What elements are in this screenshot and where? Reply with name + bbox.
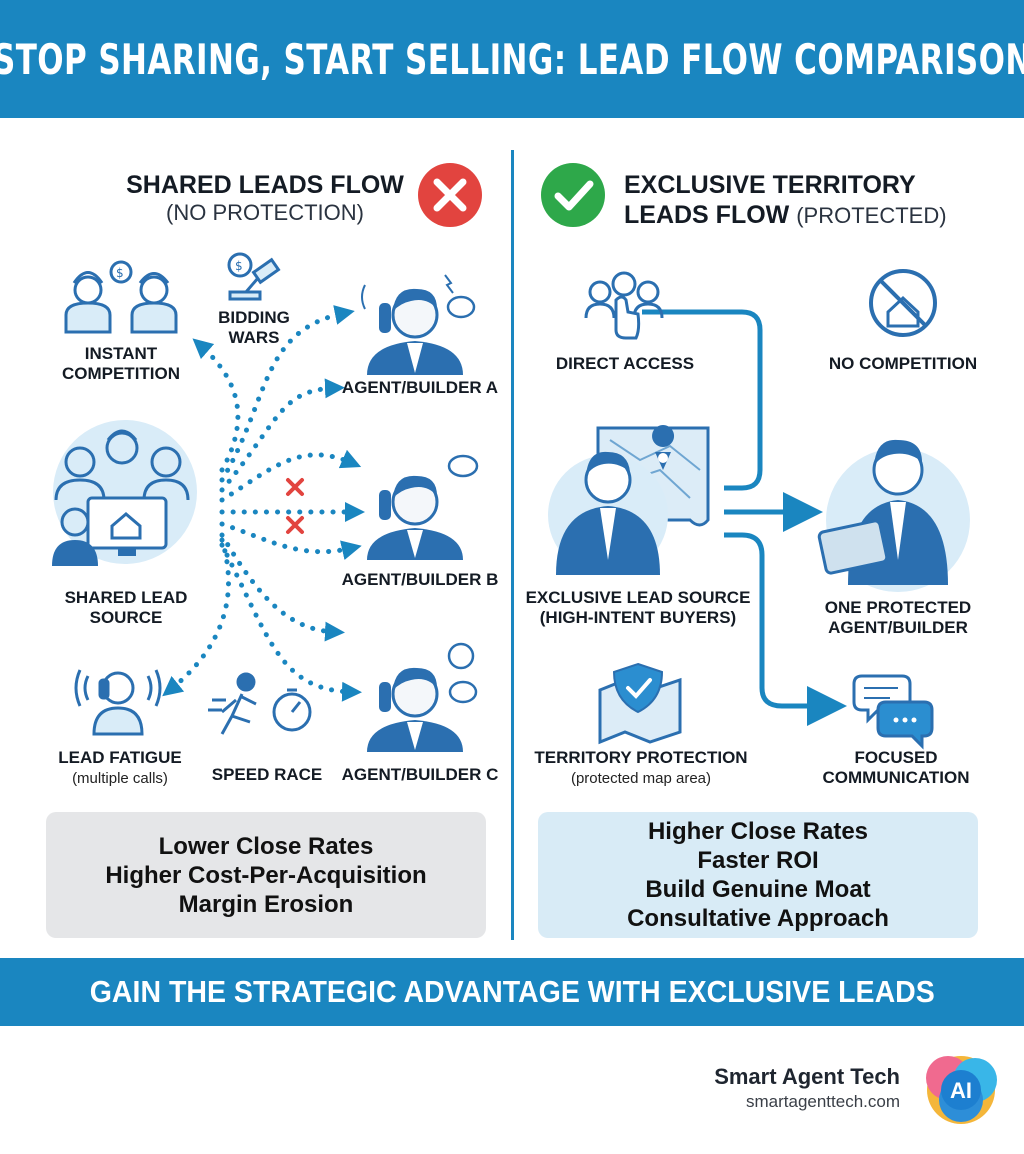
- label-lead-fatigue-note: (multiple calls): [72, 770, 168, 787]
- tablet-agent-icon: [817, 439, 970, 592]
- group-pointer-icon: [584, 271, 664, 340]
- right-heading-block: EXCLUSIVE TERRITORY LEADS FLOW (PROTECTE…: [624, 170, 984, 231]
- footer-banner: GAIN THE STRATEGIC ADVANTAGE WITH EXCLUS…: [0, 958, 1024, 1026]
- summary-item: Lower Close Rates: [158, 832, 374, 860]
- svg-text:$: $: [235, 259, 243, 273]
- footer-banner-text: GAIN THE STRATEGIC ADVANTAGE WITH EXCLUS…: [89, 974, 935, 1009]
- ai-logo-icon: [926, 1056, 997, 1124]
- summary-item: Higher Cost-Per-Acquisition: [105, 861, 427, 889]
- label-no-competition: NO COMPETITION: [828, 354, 978, 373]
- label-agent-b: AGENT/BUILDER B: [341, 570, 499, 589]
- flow-to-agent-c-top: [219, 532, 345, 642]
- no-house-icon: [869, 269, 937, 337]
- label-agent-c: AGENT/BUILDER C: [341, 765, 499, 784]
- caller-icon: [74, 669, 162, 736]
- workers-icon: $: [64, 260, 178, 334]
- flow-to-agent-b-low: [219, 521, 362, 560]
- label-exclusive-lead-source: EXCLUSIVE LEAD SOURCE (HIGH-INTENT BUYER…: [525, 588, 751, 627]
- exclusive-leads-summary: Higher Close Rates Faster ROI Build Genu…: [538, 812, 978, 938]
- shield-map-icon: [598, 662, 682, 745]
- flow-to-bidding: [219, 305, 355, 483]
- label-focused-communication: FOCUSED COMMUNICATION: [822, 748, 970, 787]
- gavel-icon: $: [227, 252, 281, 301]
- shared-lead-flows: [162, 305, 365, 702]
- cross-mark-icon: [286, 478, 304, 534]
- brand-url: smartagenttech.com: [745, 1092, 900, 1111]
- summary-item: Higher Close Rates: [647, 818, 869, 845]
- summary-item: Margin Erosion: [178, 890, 354, 918]
- label-instant-competition: INSTANT COMPETITION: [61, 344, 181, 383]
- label-agent-a: AGENT/BUILDER A: [341, 378, 499, 397]
- summary-item: Consultative Approach: [627, 905, 889, 932]
- label-protected-agent: ONE PROTECTED AGENT/BUILDER: [824, 598, 972, 637]
- label-direct-access: DIRECT ACCESS: [555, 354, 695, 373]
- runner-stopwatch-icon: [208, 672, 312, 735]
- title-banner: STOP SHARING, START SELLING: LEAD FLOW C…: [0, 0, 1024, 118]
- left-heading: SHARED LEADS FLOW: [126, 171, 404, 199]
- right-subheading: (PROTECTED): [796, 203, 947, 228]
- flow-to-agent-c: [219, 542, 362, 702]
- left-heading-block: SHARED LEADS FLOW (NO PROTECTION): [120, 170, 410, 226]
- brand-logo-text: AI: [950, 1078, 972, 1103]
- left-subheading: (NO PROTECTION): [166, 200, 364, 225]
- brand-name: Smart Agent Tech: [714, 1064, 900, 1089]
- flow-to-agent-a: [219, 378, 345, 493]
- label-lead-fatigue: LEAD FATIGUE: [58, 748, 182, 767]
- map-person-icon: [548, 425, 710, 575]
- label-territory-protection: TERRITORY PROTECTION: [534, 748, 748, 767]
- check-circle-icon: [541, 163, 605, 227]
- label-speed-race: SPEED RACE: [211, 765, 323, 784]
- summary-item: Build Genuine Moat: [645, 876, 871, 903]
- shared-leads-summary: Lower Close Rates Higher Cost-Per-Acquis…: [46, 812, 486, 938]
- label-shared-lead-source: SHARED LEAD SOURCE: [64, 588, 188, 627]
- right-heading-line2: LEADS FLOW: [624, 201, 790, 229]
- label-bidding-wars: BIDDING WARS: [218, 308, 290, 347]
- exclusive-flows: [642, 309, 847, 726]
- chat-bubbles-icon: [852, 674, 934, 750]
- flow-to-fatigue: [162, 537, 231, 697]
- crowd-computer-icon: [52, 420, 197, 566]
- x-circle-icon: [418, 163, 482, 227]
- agent-phone-icon: [361, 274, 479, 752]
- summary-item: Faster ROI: [697, 847, 819, 874]
- flow-direct-access: [642, 309, 763, 491]
- label-territory-note: (protected map area): [570, 770, 712, 787]
- flow-to-competition: [192, 338, 241, 473]
- svg-text:$: $: [116, 266, 124, 280]
- flow-to-communication: [724, 532, 847, 726]
- center-divider: [511, 150, 514, 940]
- page-title: STOP SHARING, START SELLING: LEAD FLOW C…: [0, 34, 1024, 84]
- right-heading-line1: EXCLUSIVE TERRITORY: [624, 171, 916, 199]
